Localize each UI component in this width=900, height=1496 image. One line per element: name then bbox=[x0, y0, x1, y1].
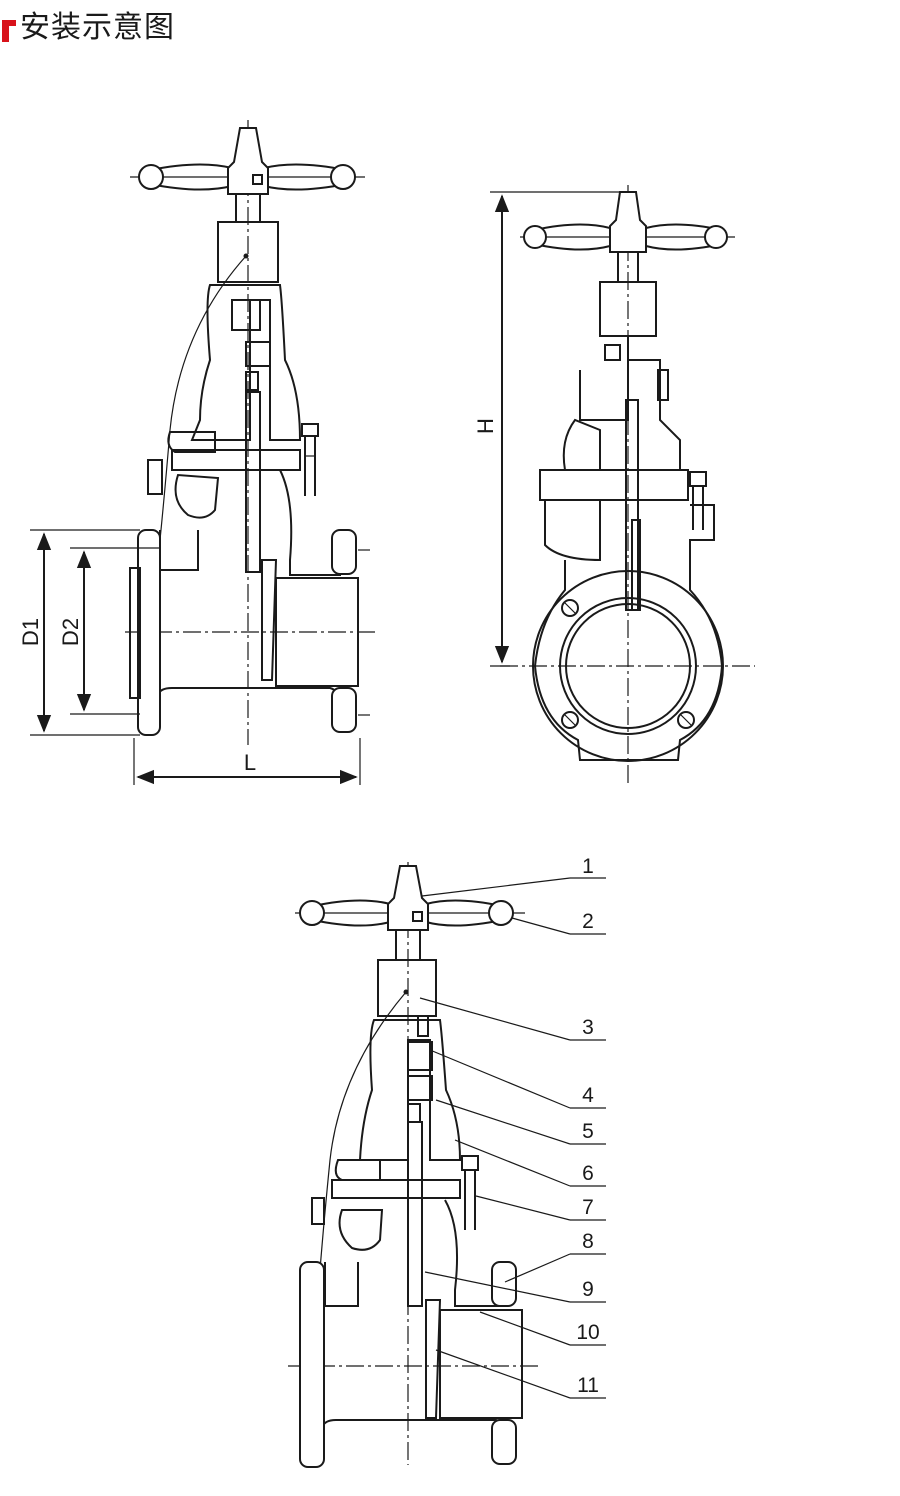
callout-1: 1 bbox=[582, 855, 594, 878]
callout-9: 9 bbox=[582, 1278, 594, 1301]
callout-11: 11 bbox=[577, 1374, 599, 1397]
callout-4: 4 bbox=[582, 1084, 594, 1107]
accent-mark bbox=[2, 20, 9, 42]
callout-3: 3 bbox=[582, 1016, 594, 1039]
callout-6: 6 bbox=[582, 1162, 594, 1185]
accent-mark-top bbox=[2, 20, 16, 26]
callout-2: 2 bbox=[582, 910, 594, 933]
front-view bbox=[30, 120, 378, 785]
dim-l-label: L bbox=[244, 750, 256, 775]
header: 安装示意图 bbox=[0, 0, 400, 46]
parts-view bbox=[288, 862, 606, 1468]
bolt-holes bbox=[561, 599, 695, 729]
callout-8: 8 bbox=[582, 1230, 594, 1253]
callout-labels: 1 2 3 4 5 6 7 8 9 10 11 bbox=[576, 855, 599, 1397]
callout-5: 5 bbox=[582, 1120, 594, 1143]
dim-d1-label: D1 bbox=[18, 618, 43, 646]
page-title: 安装示意图 bbox=[20, 10, 175, 45]
callout-10: 10 bbox=[576, 1321, 599, 1344]
callout-7: 7 bbox=[582, 1196, 594, 1219]
dim-h-label: H bbox=[473, 418, 498, 434]
dim-d2-label: D2 bbox=[58, 618, 83, 646]
leader-lines bbox=[419, 877, 606, 1399]
side-view bbox=[490, 185, 755, 785]
front-handwheel bbox=[130, 127, 365, 195]
